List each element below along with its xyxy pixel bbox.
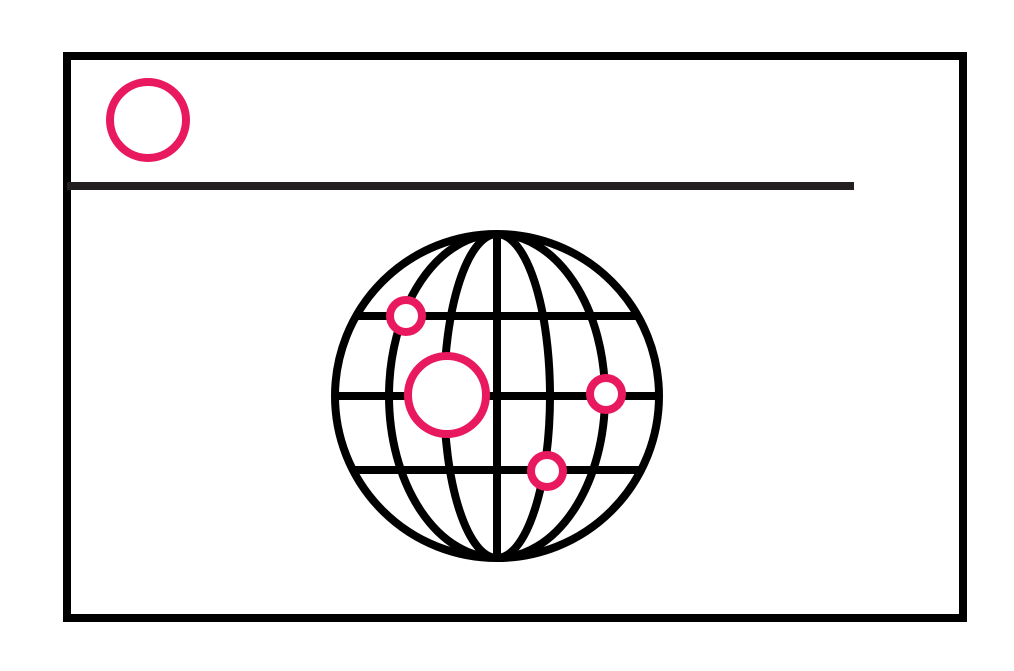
location-marker-icon — [386, 296, 426, 336]
location-marker-icon — [404, 352, 490, 438]
location-marker-icon — [527, 451, 567, 491]
globe-icon — [331, 230, 663, 562]
location-markers — [386, 296, 626, 491]
window-status-circle-icon — [106, 78, 190, 162]
browser-window-frame — [63, 52, 967, 622]
location-marker-icon — [586, 374, 626, 414]
